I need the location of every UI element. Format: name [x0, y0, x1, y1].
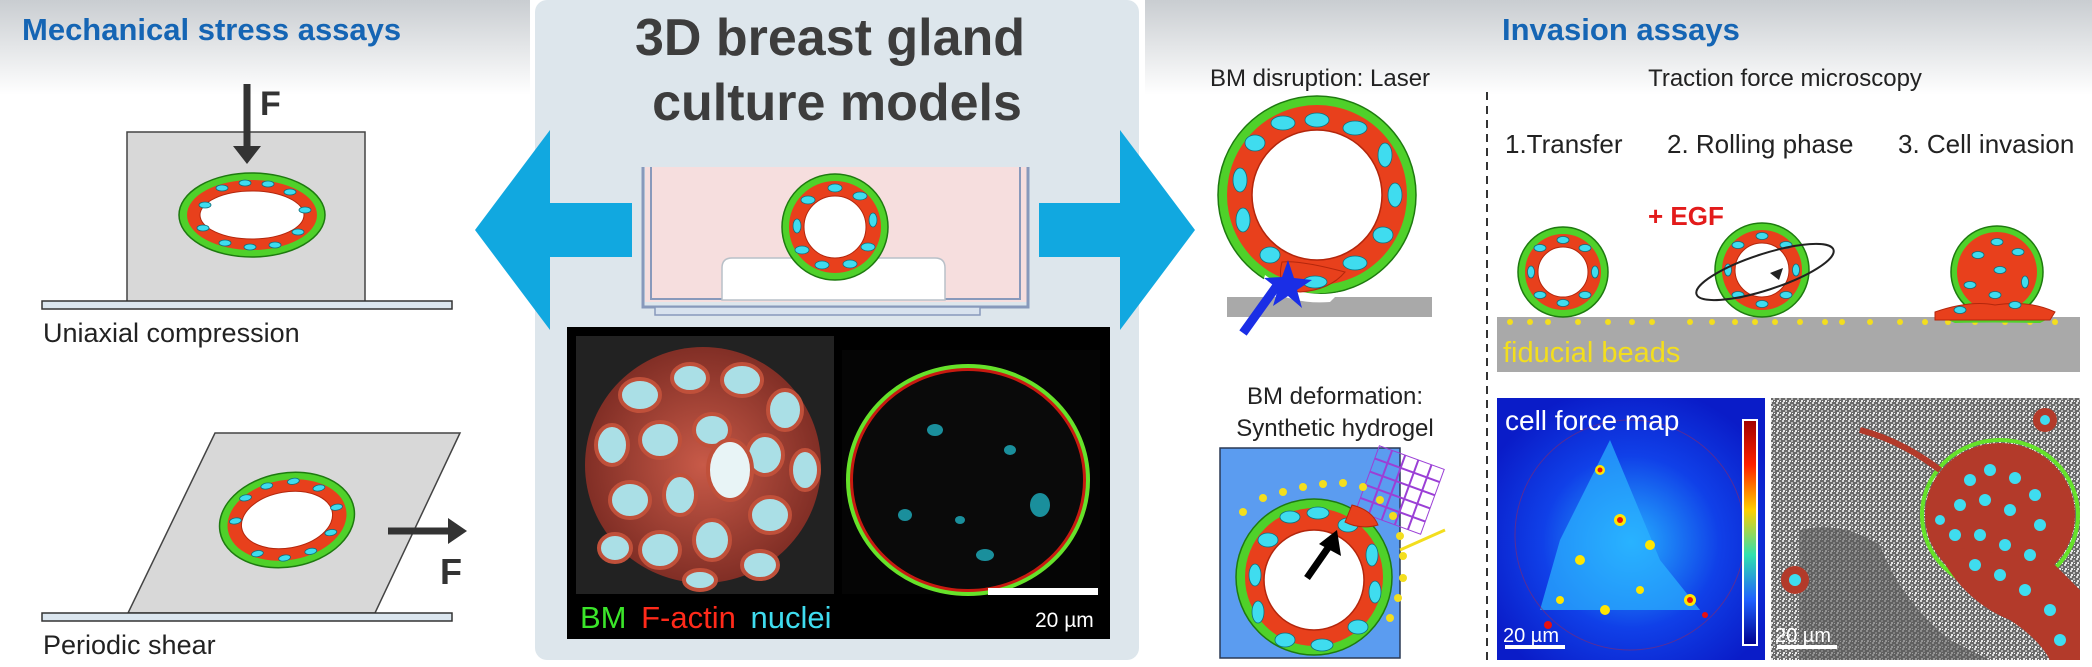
rolling-path-icon — [1695, 242, 1835, 302]
hydrogel-title-line2: Synthetic hydrogel — [1236, 415, 1433, 442]
laser-title: BM disruption: Laser — [1210, 65, 1430, 92]
tfm-acinus-invasion — [1934, 225, 2056, 323]
invasion-micrograph: 20 µm — [1771, 398, 2080, 660]
left-header-band — [0, 0, 530, 95]
legend-factin: F-actin — [641, 600, 736, 635]
center-scale-bar-label: 20 µm — [1035, 609, 1094, 632]
tfm-acinus-rolling — [1695, 222, 1835, 318]
laser-beam — [1239, 277, 1285, 336]
culture-dish — [641, 167, 1030, 316]
right-panel-header: Invasion assays — [1502, 12, 1740, 47]
force-map-scale-label: 20 µm — [1503, 625, 1559, 647]
confocal-section — [842, 350, 1100, 596]
laser-star-icon — [1264, 260, 1312, 308]
deformation-arrow-icon — [1319, 530, 1341, 556]
egf-label: + EGF — [1648, 201, 1724, 231]
shear-label: Periodic shear — [43, 630, 216, 660]
shear-base-plate — [41, 612, 453, 622]
force-label-shear: F — [440, 551, 462, 592]
shear-illustration: F Periodic shear — [41, 432, 467, 660]
tfm-step3: 3. Cell invasion — [1898, 129, 2074, 159]
force-arrow-down-icon — [233, 146, 261, 164]
hydrogel-mesh — [1355, 445, 1445, 535]
deformation-arrow-shaft — [1304, 542, 1333, 581]
compression-base-plate — [41, 300, 453, 310]
compression-label: Uniaxial compression — [43, 318, 300, 348]
rolling-arrow-icon — [1770, 268, 1783, 280]
arrow-right-icon — [1039, 130, 1195, 330]
acinus-sheared — [218, 471, 356, 569]
arrow-left-icon — [475, 130, 632, 330]
tfm-step2: 2. Rolling phase — [1667, 129, 1853, 159]
force-label-compression: F — [260, 85, 281, 123]
shear-arrow-right-icon — [448, 518, 467, 544]
beads-label: fiducial beads — [1503, 337, 1680, 369]
spheroid-3d — [585, 347, 821, 592]
tfm-substrate: fiducial beads — [1497, 317, 2080, 372]
legend-bm: BM — [580, 600, 627, 635]
microscopy-image: BM F-actin nuclei 20 µm — [567, 327, 1110, 639]
center-title-line1: 3D breast gland — [635, 9, 1025, 67]
laser-illustration — [1217, 95, 1432, 336]
micrograph-scale-label: 20 µm — [1775, 625, 1831, 647]
tfm-title: Traction force microscopy — [1648, 65, 1922, 92]
acinus-in-dish — [781, 173, 889, 281]
left-panel-header: Mechanical stress assays — [22, 12, 401, 47]
microscopy-legend: BM F-actin nuclei — [580, 600, 832, 635]
compression-illustration: F Uniaxial compression — [41, 84, 453, 348]
scale-bar-line — [988, 588, 1098, 595]
tfm-acinus-transfer — [1517, 226, 1609, 318]
right-header-band — [1145, 0, 2092, 95]
legend-nuclei: nuclei — [751, 600, 832, 635]
right-panel: Invasion assays BM disruption: Laser BM … — [1145, 0, 2092, 660]
hydrogel-illustration — [1219, 445, 1446, 659]
color-scale-bar — [1742, 419, 1758, 646]
left-panel: Mechanical stress assays F — [0, 0, 530, 660]
acinus-compressed — [178, 172, 326, 258]
cell-force-map: cell force map 20 µm — [1497, 398, 1765, 660]
force-map-label: cell force map — [1505, 405, 1679, 436]
center-title-line2: culture models — [652, 74, 1022, 132]
tfm-step1: 1.Transfer — [1505, 129, 1623, 159]
center-panel: 3D breast gland culture models — [535, 0, 1139, 660]
hydrogel-title-line1: BM deformation: — [1247, 383, 1423, 410]
